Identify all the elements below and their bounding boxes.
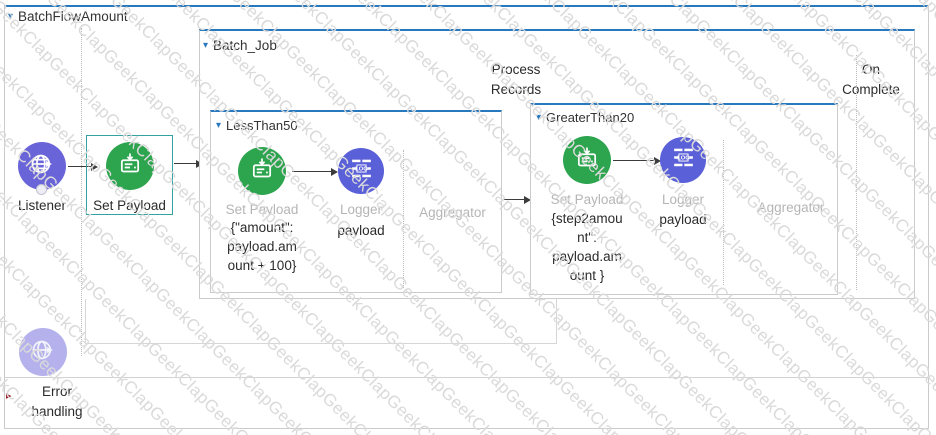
step2-title: GreaterThan20 xyxy=(546,110,635,125)
process-records-label: Process Records xyxy=(490,62,542,97)
step2-arrow xyxy=(613,156,661,165)
step2-logger-caption: payload xyxy=(659,212,707,227)
step1-set-payload-label: Set Payload xyxy=(225,202,299,217)
on-complete-separator-line xyxy=(856,55,857,290)
chevron-down-icon[interactable]: ▾ xyxy=(536,111,542,123)
batch-job-lower-shelf xyxy=(85,299,557,344)
batch-job-title: Batch_Job xyxy=(213,38,277,53)
error-handling-label[interactable]: Error handling xyxy=(31,384,83,419)
step1-title-row: ▾ LessThan50 xyxy=(216,118,298,133)
selection-outline xyxy=(86,135,173,215)
step2-logger-component[interactable]: LOG xyxy=(660,137,706,183)
flow-title-row: ▾ BatchFlowAmount xyxy=(8,9,128,24)
log-lines-icon: LOG xyxy=(670,144,697,176)
step2-title-row: ▾ GreaterThan20 xyxy=(536,110,634,125)
payload-card-icon xyxy=(116,150,144,183)
payload-card-icon xyxy=(248,155,276,188)
logger-icon-text: LOG xyxy=(677,156,690,162)
faded-listener-ghost xyxy=(19,328,67,376)
logger-icon-text: LOG xyxy=(355,167,368,173)
listener-component[interactable] xyxy=(18,142,66,190)
step1-set-payload-component[interactable] xyxy=(238,147,286,195)
chevron-down-icon[interactable]: ▾ xyxy=(203,39,209,51)
step1-logger-label: Logger xyxy=(339,202,383,217)
step2-logger-label: Logger xyxy=(661,192,705,207)
step1-arrow xyxy=(292,167,338,176)
connector-badge xyxy=(36,184,47,195)
set-payload-component[interactable] xyxy=(106,142,154,190)
batch-step-greaterthan20[interactable] xyxy=(530,103,838,295)
batch-job-title-row: ▾ Batch_Job xyxy=(203,38,277,53)
set-payload-label: Set Payload xyxy=(93,198,166,213)
triangle-right-icon[interactable]: ▸ xyxy=(6,390,12,402)
source-separator-line xyxy=(81,28,82,356)
batch-step-lessthan50[interactable] xyxy=(210,110,502,293)
globe-icon xyxy=(28,150,56,183)
step-to-step-arrow xyxy=(503,195,531,204)
step1-logger-caption: payload xyxy=(337,223,385,238)
error-handling-divider xyxy=(4,377,930,378)
listener-label: Listener xyxy=(17,198,67,213)
flow-title: BatchFlowAmount xyxy=(18,9,128,24)
step1-aggregator-separator xyxy=(403,150,404,288)
step2-aggregator-separator xyxy=(723,140,724,285)
step1-set-payload-caption: {"amount": payload.am ount + 100} xyxy=(227,220,297,273)
payload-card-icon xyxy=(573,144,601,177)
step1-title: LessThan50 xyxy=(226,118,298,133)
log-lines-icon: LOG xyxy=(348,155,375,187)
on-complete-label: On Complete xyxy=(842,62,900,97)
step2-set-payload-component[interactable] xyxy=(563,136,611,184)
flow-arrow-1 xyxy=(68,162,98,171)
globe-icon xyxy=(29,336,57,369)
step1-aggregator-label: Aggregator xyxy=(419,205,486,220)
step2-set-payload-label: Set Payload xyxy=(550,192,624,207)
flow-arrow-2 xyxy=(174,159,203,168)
step1-logger-component[interactable]: LOG xyxy=(338,148,384,194)
step2-set-payload-caption: {step2amou nt": payload.am ount } xyxy=(551,211,623,283)
step2-aggregator-label: Aggregator xyxy=(757,200,825,215)
chevron-down-icon[interactable]: ▾ xyxy=(8,10,14,22)
chevron-down-icon[interactable]: ▾ xyxy=(216,119,222,131)
